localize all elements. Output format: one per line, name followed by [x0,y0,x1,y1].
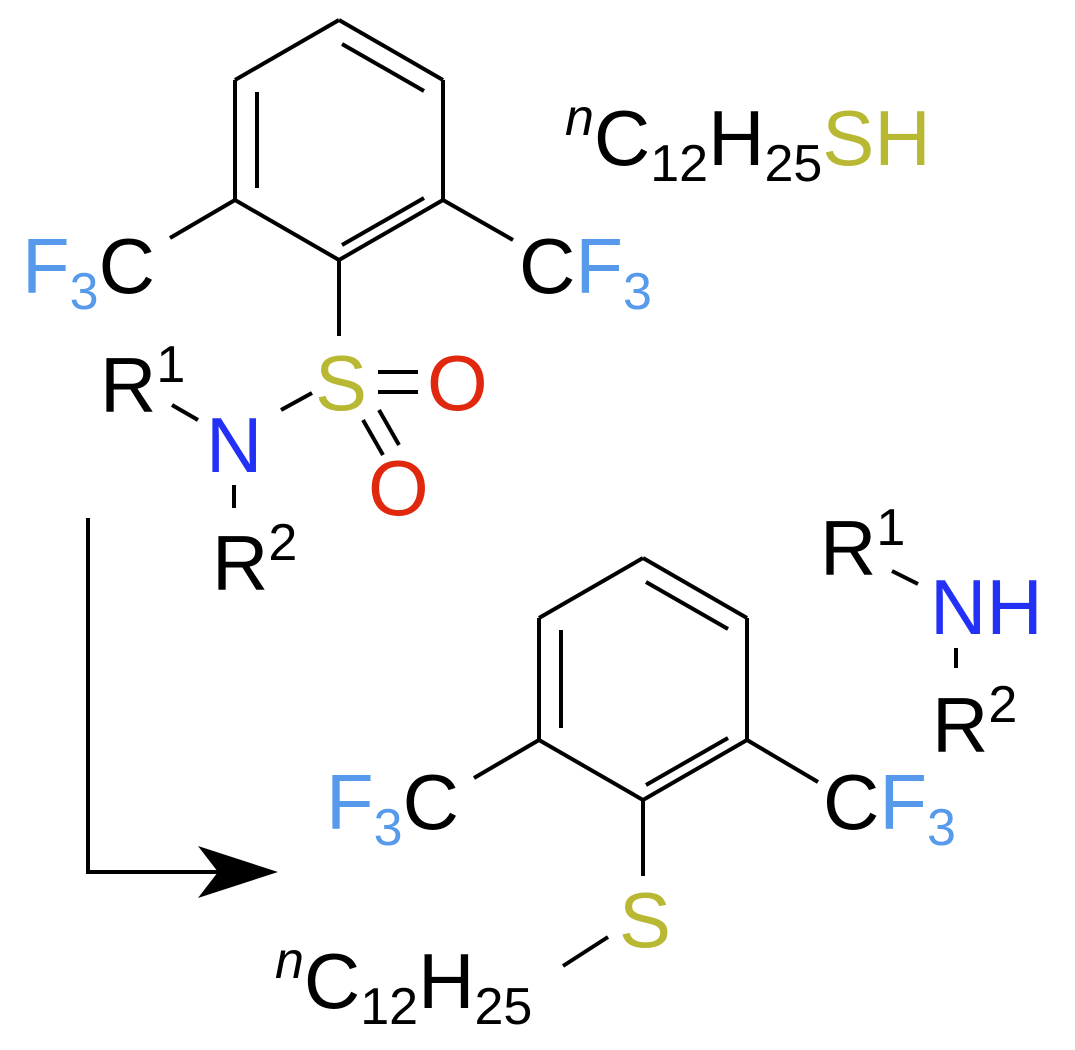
reactant-r1: R1 [100,336,185,429]
reactant-cf3-left: F3C [22,222,155,321]
reactant-cf3-right: CF3 [519,222,652,321]
product-sulfur: S [619,876,671,964]
bond-ring-cf3-left [168,198,237,240]
product-benzene-ring [537,556,749,802]
product-aryl-sulfide: F3C CF3 S nC12H25 [275,556,956,1036]
bond-r1-nitrogen [171,403,199,422]
arrow-head [198,846,278,898]
bond-ring-cf3-right [745,738,820,784]
reactant-r2: R2 [212,514,297,607]
product-dodecyl-chain: nC12H25 [275,932,532,1036]
reactant-nitrogen: N [206,401,262,489]
product-cf3-left: F3C [326,758,459,857]
product-nh: NH [930,563,1043,651]
reactant-sulfonamide: F3C CF3 S O O N R1 R2 [22,18,652,607]
reaction-arrow [86,518,278,898]
bond-sulfur-oxygen-2a [361,419,385,456]
product-r2: R2 [932,676,1017,769]
product-cf3-right: CF3 [823,758,956,857]
bond-r1-nitrogen [891,569,919,586]
bond-sulfur-chain [561,935,610,968]
reactant-oxygen-1: O [427,339,488,427]
bond-sulfur-oxygen-2b [377,409,401,446]
product-amine: R1 NH R2 [820,499,1043,769]
product-r1: R1 [820,499,905,592]
reactant-sulfur: S [315,339,367,427]
bond-nitrogen-sulfur [280,391,313,412]
reactant-oxygen-2: O [368,444,429,532]
reagent-dodecanethiol: nC12H25SH [565,89,931,193]
bond-ring-cf3-left [472,738,541,780]
bond-ring-cf3-right [442,198,514,242]
reactant-benzene-ring [233,18,445,262]
